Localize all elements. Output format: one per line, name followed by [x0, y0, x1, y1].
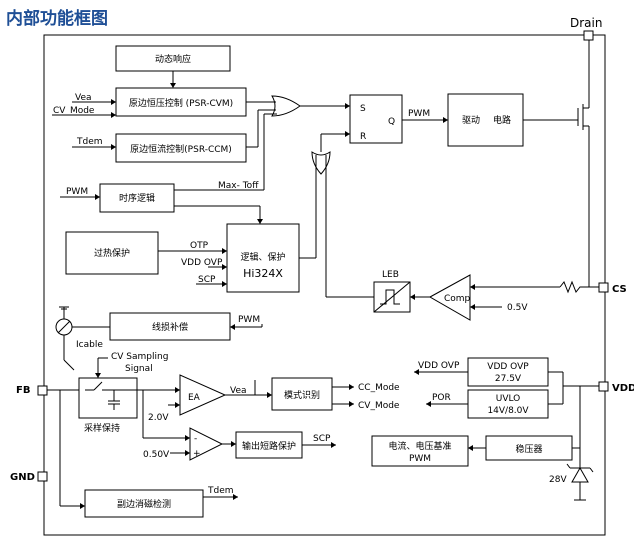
signal-cv-sampling-2: Signal [125, 364, 153, 374]
block-vdd-ovp [467, 357, 549, 387]
signal-icable: Icable [76, 340, 103, 350]
signal-tdem-in: Tdem [76, 137, 103, 147]
pin-fb-label: FB [16, 385, 30, 396]
zener-label: 28V [549, 475, 567, 485]
signal-vdd-ovp-out: VDD OVP [418, 361, 460, 371]
pin-drain [583, 30, 594, 41]
block-demag-detect-label: 副边消磁检测 [117, 498, 171, 510]
block-psr-ccm [115, 133, 247, 163]
signal-scp-in: SCP [198, 275, 216, 285]
block-driver [447, 93, 524, 147]
error-amplifier [179, 374, 227, 416]
comp-minus: - [194, 434, 197, 444]
page-title: 内部功能框图 [6, 9, 108, 29]
signal-cv-mode-in: CV_Mode [53, 106, 95, 116]
signal-0v5: 0.5V [507, 303, 528, 313]
block-reference-label-1: 电流、电压基准 [388, 440, 451, 452]
signal-tdem-out: Tdem [207, 486, 234, 496]
block-driver-label-1: 驱动 [462, 115, 480, 126]
ea-label: EA [188, 393, 201, 403]
signal-max-toff: Max- Toff [218, 181, 259, 191]
block-sample-hold-label: 采样保持 [84, 422, 120, 434]
block-psr-ccm-label: 原边恒流控制(PSR-CCM) [130, 143, 232, 155]
block-line-comp [109, 312, 231, 341]
signal-cv-mode-out: CV_Mode [358, 401, 400, 411]
block-leb-label: LEB [382, 270, 399, 280]
block-sample-hold [78, 377, 138, 419]
block-logic-protection [226, 223, 300, 293]
block-dynamic-response-label: 动态响应 [155, 53, 191, 65]
latch-s: S [360, 104, 366, 114]
block-short-protect [235, 431, 303, 459]
block-mode-detect [271, 377, 333, 411]
signal-vea-out: Vea [230, 386, 247, 396]
block-logic-protection-label-1: 逻辑、保护 [240, 251, 285, 263]
block-timing-logic [99, 183, 175, 213]
block-driver-label-2: 电路 [493, 114, 511, 126]
signal-pwm-line: PWM [238, 315, 260, 325]
block-vdd-ovp-label-2: 27.5V [495, 374, 522, 384]
pin-cs-label: CS [612, 284, 627, 295]
comparator-scp [189, 427, 224, 461]
latch-q: Q [388, 117, 395, 127]
signal-0v50: 0.50V [143, 450, 170, 460]
comp-plus: + [193, 449, 201, 459]
signal-vea-in: Vea [75, 93, 92, 103]
signal-pwm-in: PWM [66, 187, 88, 197]
block-psr-cvm [115, 87, 247, 117]
block-dynamic-response [115, 45, 231, 72]
comp-label: Comp [444, 294, 471, 304]
block-demag-detect [84, 489, 204, 518]
zener-diode [566, 463, 594, 501]
signal-vdd-ovp-in: VDD OVP [181, 258, 223, 268]
block-short-protect-label: 输出短路保护 [242, 440, 296, 452]
pin-vdd-label: VDD [612, 383, 634, 394]
power-mosfet [577, 40, 599, 288]
block-uvlo [467, 389, 549, 419]
signal-scp-out: SCP [313, 434, 331, 444]
sr-latch [349, 94, 403, 144]
block-reference-label-2: PWM [409, 454, 431, 464]
block-reference [371, 435, 469, 467]
block-timing-logic-label: 时序逻辑 [119, 192, 155, 204]
block-logic-protection-label-2: Hi324X [243, 267, 283, 280]
pin-drain-label: Drain [570, 16, 602, 30]
block-psr-cvm-label: 原边恒压控制 (PSR-CVM) [129, 97, 233, 109]
signal-otp: OTP [190, 241, 209, 251]
or-gate-mid [311, 151, 331, 175]
pin-fb [37, 385, 48, 396]
pin-cs [598, 282, 609, 293]
pin-gnd-label: GND [10, 472, 35, 483]
pin-gnd [37, 471, 48, 482]
block-regulator-label: 稳压器 [515, 443, 542, 455]
block-vdd-ovp-label-1: VDD OVP [487, 362, 529, 372]
block-uvlo-label-2: 14V/8.0V [487, 406, 529, 416]
signal-por: POR [432, 393, 451, 403]
signal-cv-sampling-1: CV Sampling [111, 352, 168, 362]
block-regulator [485, 435, 573, 461]
block-otp [65, 231, 159, 275]
signal-pwm-q: PWM [408, 109, 430, 119]
comparator-cs [428, 274, 471, 321]
block-line-comp-label: 线损补偿 [152, 321, 188, 333]
block-mode-detect-label: 模式识别 [284, 389, 320, 401]
block-uvlo-label-1: UVLO [496, 394, 521, 404]
signal-cc-mode-out: CC_Mode [358, 383, 400, 393]
signal-2v0: 2.0V [148, 413, 169, 423]
or-gate-top [271, 95, 301, 117]
cs-resistor [559, 280, 589, 294]
pin-vdd [598, 381, 609, 392]
block-otp-label: 过热保护 [94, 247, 130, 259]
latch-r: R [360, 132, 366, 142]
